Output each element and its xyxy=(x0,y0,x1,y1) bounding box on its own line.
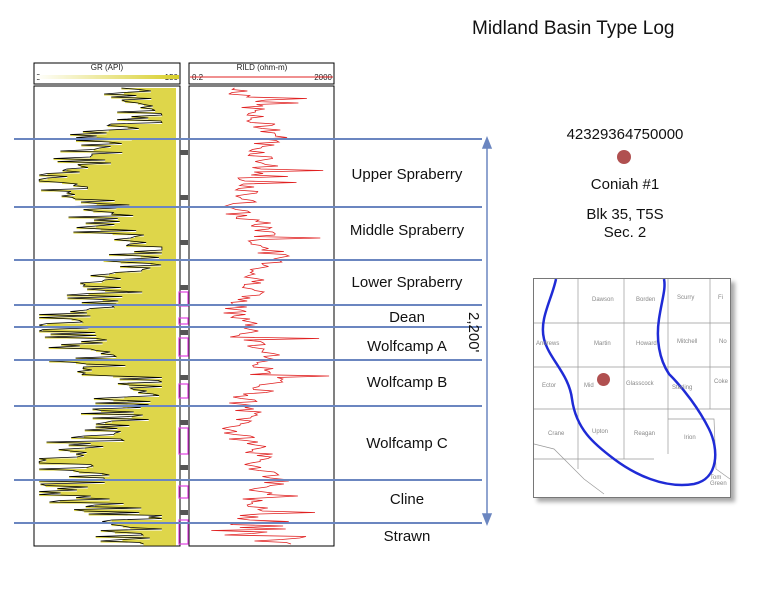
county-label: Mid xyxy=(584,383,594,389)
depth-marks xyxy=(180,150,188,515)
formation-label: Wolfcamp A xyxy=(367,338,447,355)
interval-thickness-label: 2,200' xyxy=(465,312,482,353)
basin-outline xyxy=(541,279,717,487)
county-grid xyxy=(534,279,730,495)
well-name: Coniah #1 xyxy=(590,176,660,193)
county-label: Howard xyxy=(636,341,657,347)
formation-label: Strawn xyxy=(383,528,431,545)
county-label: Sterling xyxy=(672,385,693,391)
well-api-number: 42329364750000 xyxy=(566,126,684,143)
county-label: Reagan xyxy=(634,431,656,437)
county-label: Tom Green xyxy=(710,475,727,487)
map-well-marker xyxy=(597,373,610,386)
core-markers xyxy=(178,291,189,545)
formation-label: Middle Spraberry xyxy=(349,222,465,239)
gr-scale-bar xyxy=(35,75,179,79)
county-label: Scurry xyxy=(677,295,695,301)
county-label: Irion xyxy=(684,435,696,441)
formation-label: Upper Spraberry xyxy=(351,166,463,183)
county-label: No xyxy=(719,339,727,345)
county-label: Martin xyxy=(594,341,611,347)
formation-tops xyxy=(14,138,482,524)
location-map: Dawson Borden Scurry Fi Andrews Martin H… xyxy=(533,278,731,498)
gr-curve xyxy=(38,87,163,545)
formation-label: Cline xyxy=(389,491,425,508)
county-label: Andrews xyxy=(536,341,560,347)
county-label: Glasscock xyxy=(626,381,654,387)
gr-track-label: GR (API) xyxy=(90,63,124,72)
formation-label: Wolfcamp C xyxy=(366,435,448,452)
formation-label: Lower Spraberry xyxy=(351,274,463,291)
well-section: Sec. 2 xyxy=(603,224,647,241)
county-label: Mitchell xyxy=(677,339,698,345)
page-title: Midland Basin Type Log xyxy=(472,18,675,39)
county-label: Dawson xyxy=(592,297,614,303)
county-label: Crane xyxy=(548,431,565,437)
county-label: Upton xyxy=(592,429,609,435)
county-label: Borden xyxy=(636,297,656,303)
county-label: Fi xyxy=(718,295,723,301)
formation-label: Wolfcamp B xyxy=(366,374,448,391)
rild-curve xyxy=(211,87,330,545)
track-frames xyxy=(33,85,335,547)
well-location-marker xyxy=(617,150,631,164)
rild-track-label: RILD (ohm-m) xyxy=(236,63,288,72)
track-header-frames xyxy=(33,62,335,85)
county-label: Ector xyxy=(542,383,557,389)
thickness-arrow xyxy=(481,135,493,527)
county-label: Coke xyxy=(714,379,729,385)
formation-label: Dean xyxy=(389,309,425,326)
well-block: Blk 35, T5S xyxy=(586,206,664,223)
